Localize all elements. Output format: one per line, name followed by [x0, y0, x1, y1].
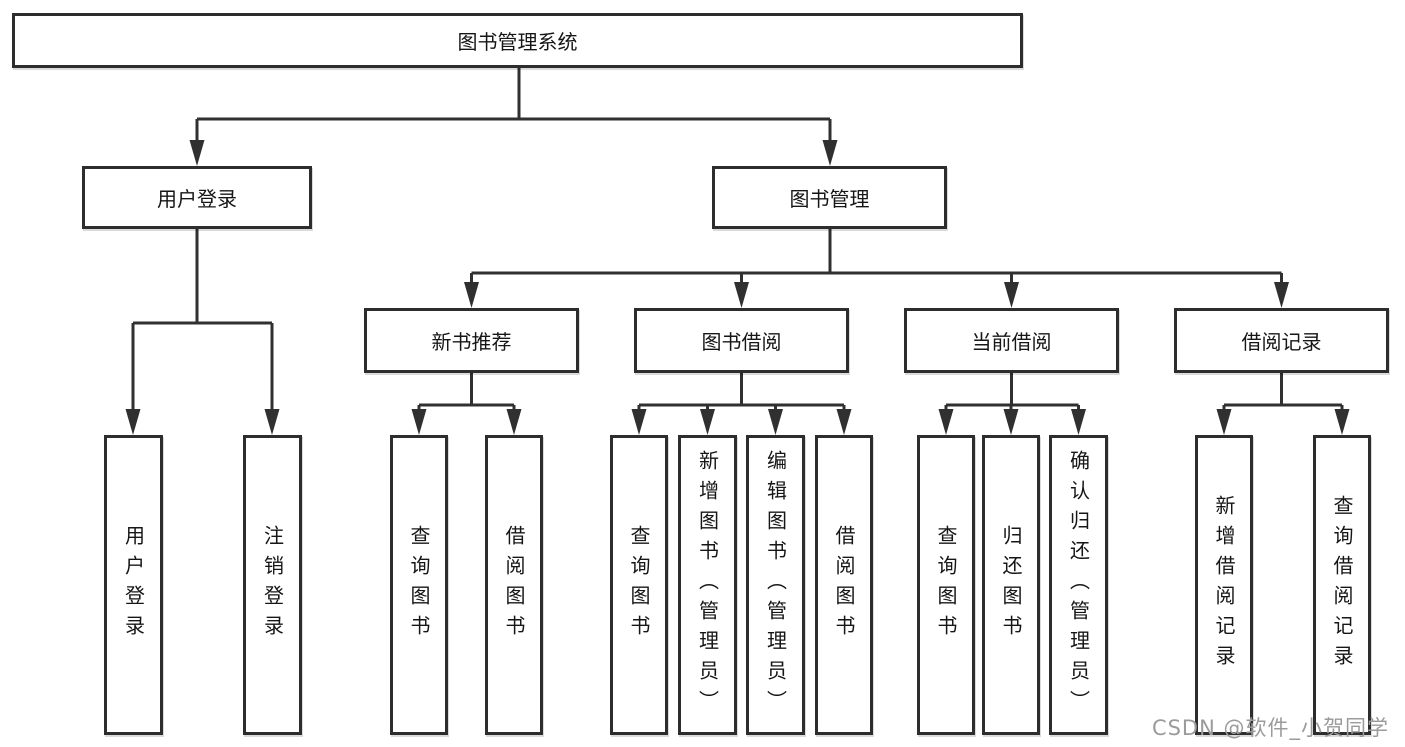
- leaf-user-login: 用户登录: [104, 435, 163, 735]
- leaf-borrow-books: 借阅图书: [815, 435, 873, 735]
- node-current-borrow: 当前借阅: [904, 308, 1119, 373]
- leaf-current-query-books: 查询图书: [917, 435, 975, 735]
- leaf-return-books: 归还图书: [982, 435, 1040, 735]
- node-book-borrow: 图书借阅: [634, 308, 849, 373]
- node-user-login: 用户登录: [82, 166, 312, 229]
- node-new-book-recommend: 新书推荐: [364, 308, 579, 373]
- leaf-query-borrow-record: 查询借阅记录: [1313, 435, 1371, 735]
- leaf-confirm-return-admin: 确认归还（管理员）: [1049, 435, 1108, 735]
- leaf-add-books-admin: 新增图书（管理员）: [678, 435, 737, 735]
- csdn-watermark: CSDN @软件_小贺同学: [1151, 716, 1389, 740]
- leaf-add-borrow-record: 新增借阅记录: [1195, 435, 1253, 735]
- node-borrow-records: 借阅记录: [1174, 308, 1389, 373]
- node-book-management: 图书管理: [712, 166, 947, 229]
- leaf-borrow-query-books: 查询图书: [610, 435, 668, 735]
- leaf-edit-books-admin: 编辑图书（管理员）: [746, 435, 805, 735]
- node-system-root: 图书管理系统: [12, 13, 1023, 68]
- leaf-recommend-borrow-books: 借阅图书: [485, 435, 543, 735]
- leaf-recommend-query-books: 查询图书: [390, 435, 448, 735]
- leaf-logout: 注销登录: [243, 435, 302, 735]
